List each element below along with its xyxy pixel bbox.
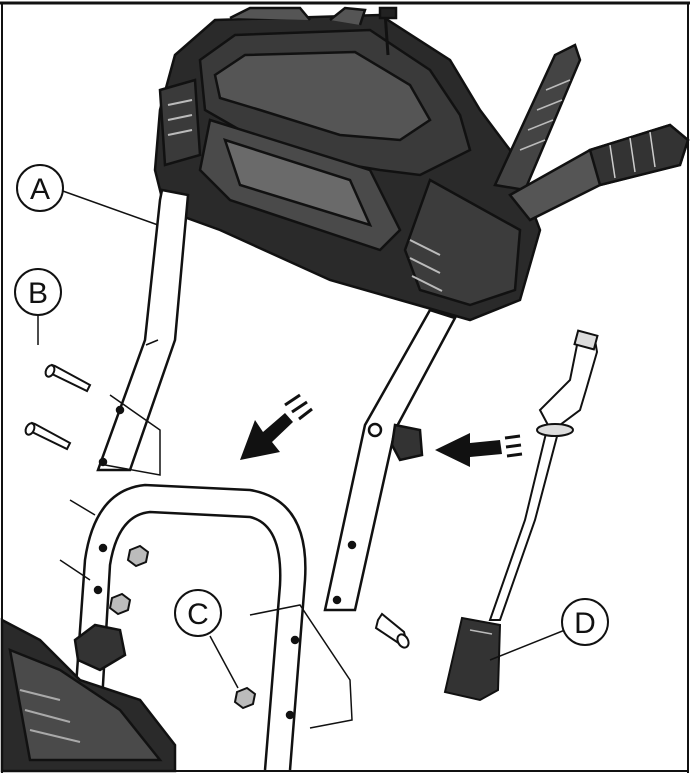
callout-a: A xyxy=(16,164,159,226)
handle-grip xyxy=(508,123,690,222)
arrow-left xyxy=(435,433,523,467)
upper-handle-right xyxy=(323,308,457,612)
arrow-down-left xyxy=(240,393,313,460)
lock-nut xyxy=(108,544,257,710)
mounting-plate xyxy=(59,394,353,729)
callout-d: D xyxy=(489,598,609,661)
callout-a-label: A xyxy=(30,173,50,206)
clean-out-tool xyxy=(443,329,599,702)
engine xyxy=(0,617,177,773)
callout-b-label: B xyxy=(28,277,48,310)
bolt xyxy=(24,363,410,649)
cable-clip xyxy=(367,422,424,462)
callout-c-label: C xyxy=(187,598,209,631)
control-panel-housing xyxy=(153,6,542,322)
callout-c: C xyxy=(174,589,239,689)
callout-d-label: D xyxy=(574,607,596,640)
lower-handle-frame xyxy=(68,483,307,771)
callout-b: B xyxy=(14,268,62,345)
upper-handle-left xyxy=(96,188,190,472)
